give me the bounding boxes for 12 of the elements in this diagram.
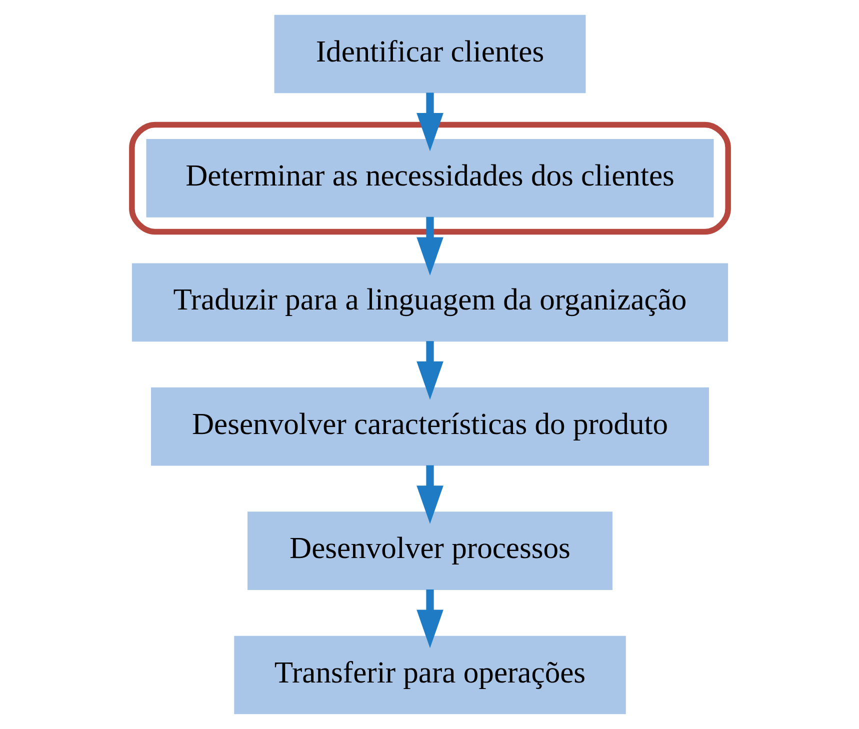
node-box: Desenvolver processos [247,512,612,590]
arrow [416,341,443,400]
arrow [416,465,443,524]
node-box: Desenvolver características do produto [150,387,708,466]
arrow [416,216,443,276]
node-box: Determinar as necessidades dos clientes [146,139,714,218]
node-box: Traduzir para a linguagem da organização [131,263,728,342]
cluster [128,122,730,235]
arrow [416,589,443,648]
arrow [416,92,443,152]
node-box: Transferir para operações [234,636,626,714]
node-box: Identificar clientes [274,14,586,94]
